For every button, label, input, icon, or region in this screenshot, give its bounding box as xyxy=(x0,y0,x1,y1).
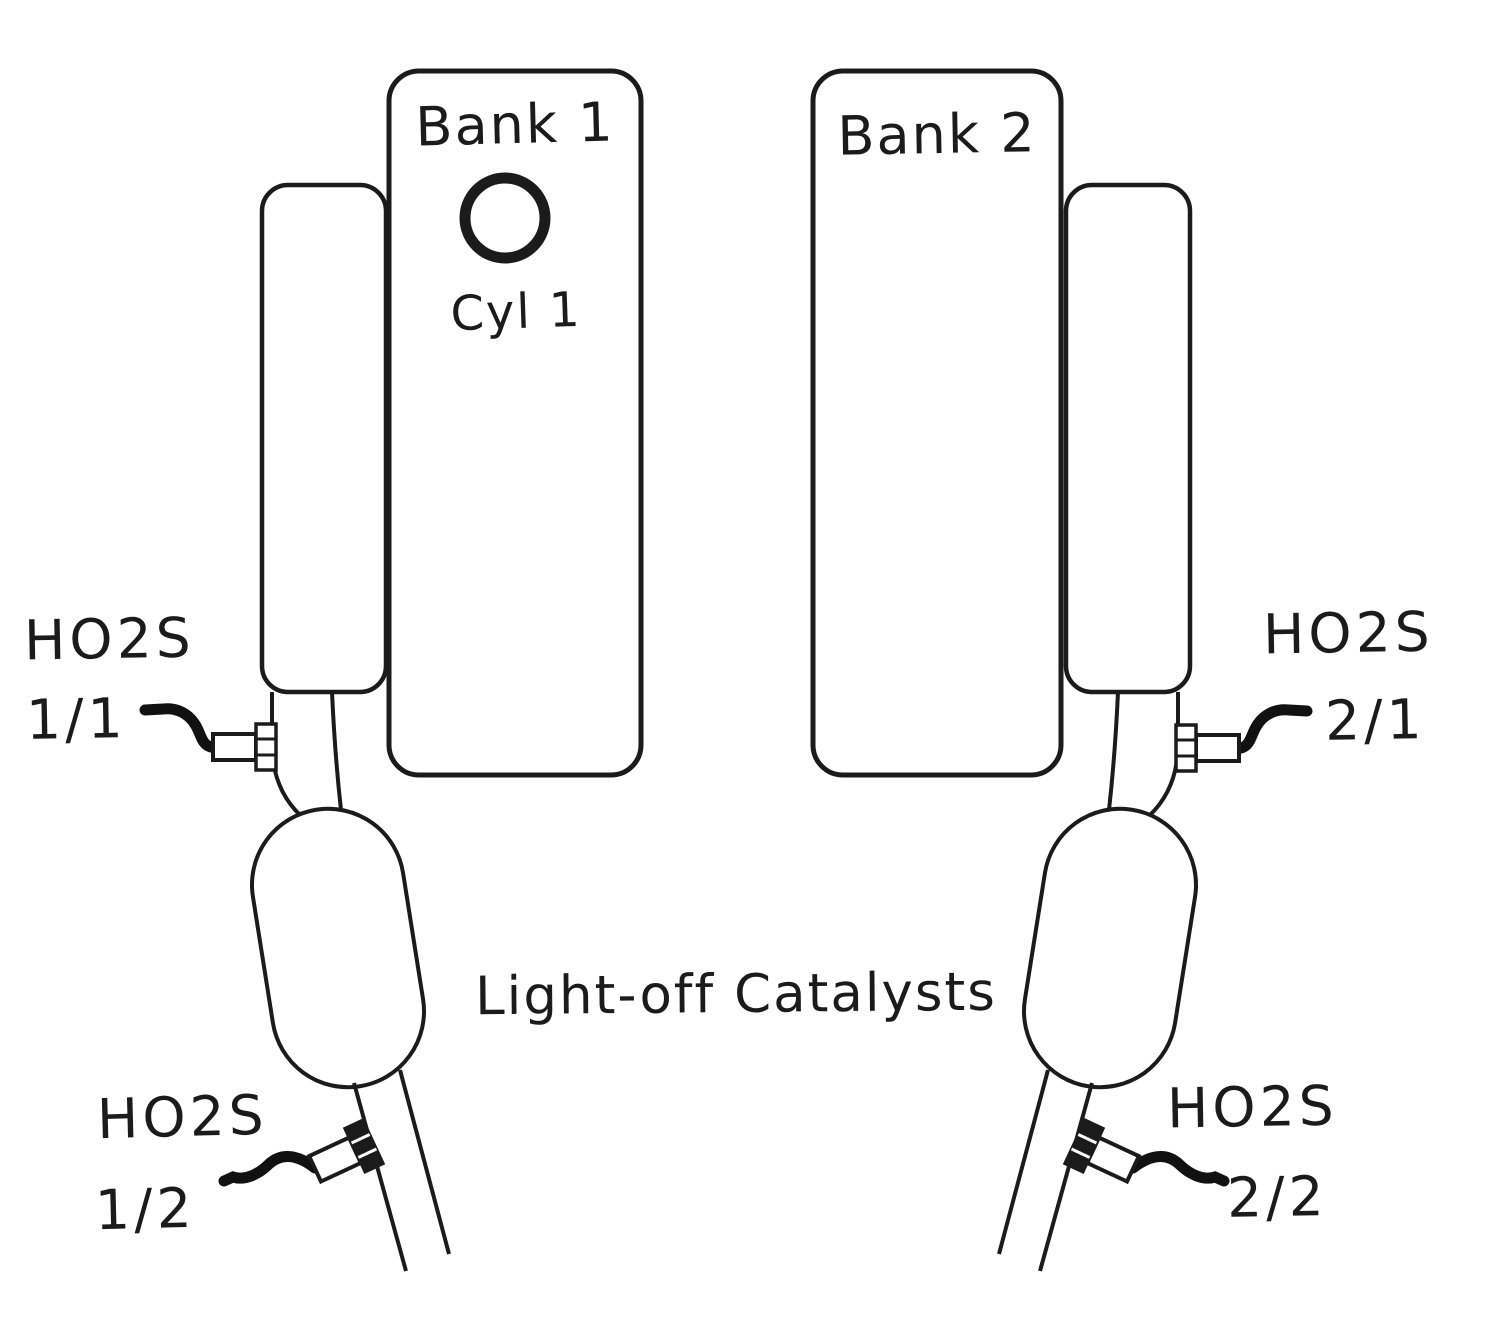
bank-1-box xyxy=(386,68,644,778)
light-off-catalysts-label: Light-off Catalysts xyxy=(474,961,998,1028)
exhaust-manifold-right xyxy=(1063,182,1193,695)
downpipe-left xyxy=(270,691,343,818)
sensor-2-1-label-id: 2/1 xyxy=(1324,687,1427,753)
o2-sensor-2-2 xyxy=(1062,1118,1230,1187)
sensor-1-1-label-name: HO2S xyxy=(23,605,196,673)
downpipe-right xyxy=(1107,691,1180,818)
cylinder-1-marker xyxy=(459,172,551,264)
o2-sensor-2-1-body xyxy=(1194,733,1241,763)
exhaust-manifold-left xyxy=(259,182,389,695)
o2-sensor-2-2-wire xyxy=(1127,1151,1230,1187)
o2-sensor-1-2-nut xyxy=(342,1118,386,1174)
o2-sensor-1-1-body xyxy=(211,732,258,762)
o2-sensor-1-2 xyxy=(218,1118,386,1187)
light-off-catalyst-right xyxy=(1021,806,1199,1090)
o2-sensor-1-2-wire xyxy=(218,1151,321,1187)
bank-2-label: Bank 2 xyxy=(836,101,1038,168)
o2-sensor-2-1 xyxy=(1174,704,1313,773)
tailpipe-right xyxy=(997,1069,1094,1272)
o2-sensor-2-1-nut xyxy=(1174,723,1198,773)
bank-2-box xyxy=(810,68,1064,778)
light-off-catalyst-left xyxy=(249,806,427,1090)
tailpipe-left xyxy=(352,1069,451,1272)
sensor-1-2-label-name: HO2S xyxy=(96,1082,269,1152)
o2-sensor-1-1 xyxy=(139,703,278,772)
sensor-1-1-label-id: 1/1 xyxy=(25,686,128,752)
o2-sensor-1-1-wire xyxy=(139,703,217,753)
cylinder-1-label: Cyl 1 xyxy=(449,281,583,343)
sensor-2-2-label-id: 2/2 xyxy=(1226,1164,1329,1230)
o2-sensor-1-1-nut xyxy=(254,722,278,772)
sensor-2-1-label-name: HO2S xyxy=(1262,599,1435,667)
sensor-2-2-label-name: HO2S xyxy=(1166,1073,1339,1141)
o2-sensor-2-2-nut xyxy=(1062,1118,1106,1174)
sensor-1-2-label-id: 1/2 xyxy=(94,1175,197,1243)
o2-sensor-2-1-wire xyxy=(1235,704,1313,754)
bank-1-label: Bank 1 xyxy=(414,90,616,159)
